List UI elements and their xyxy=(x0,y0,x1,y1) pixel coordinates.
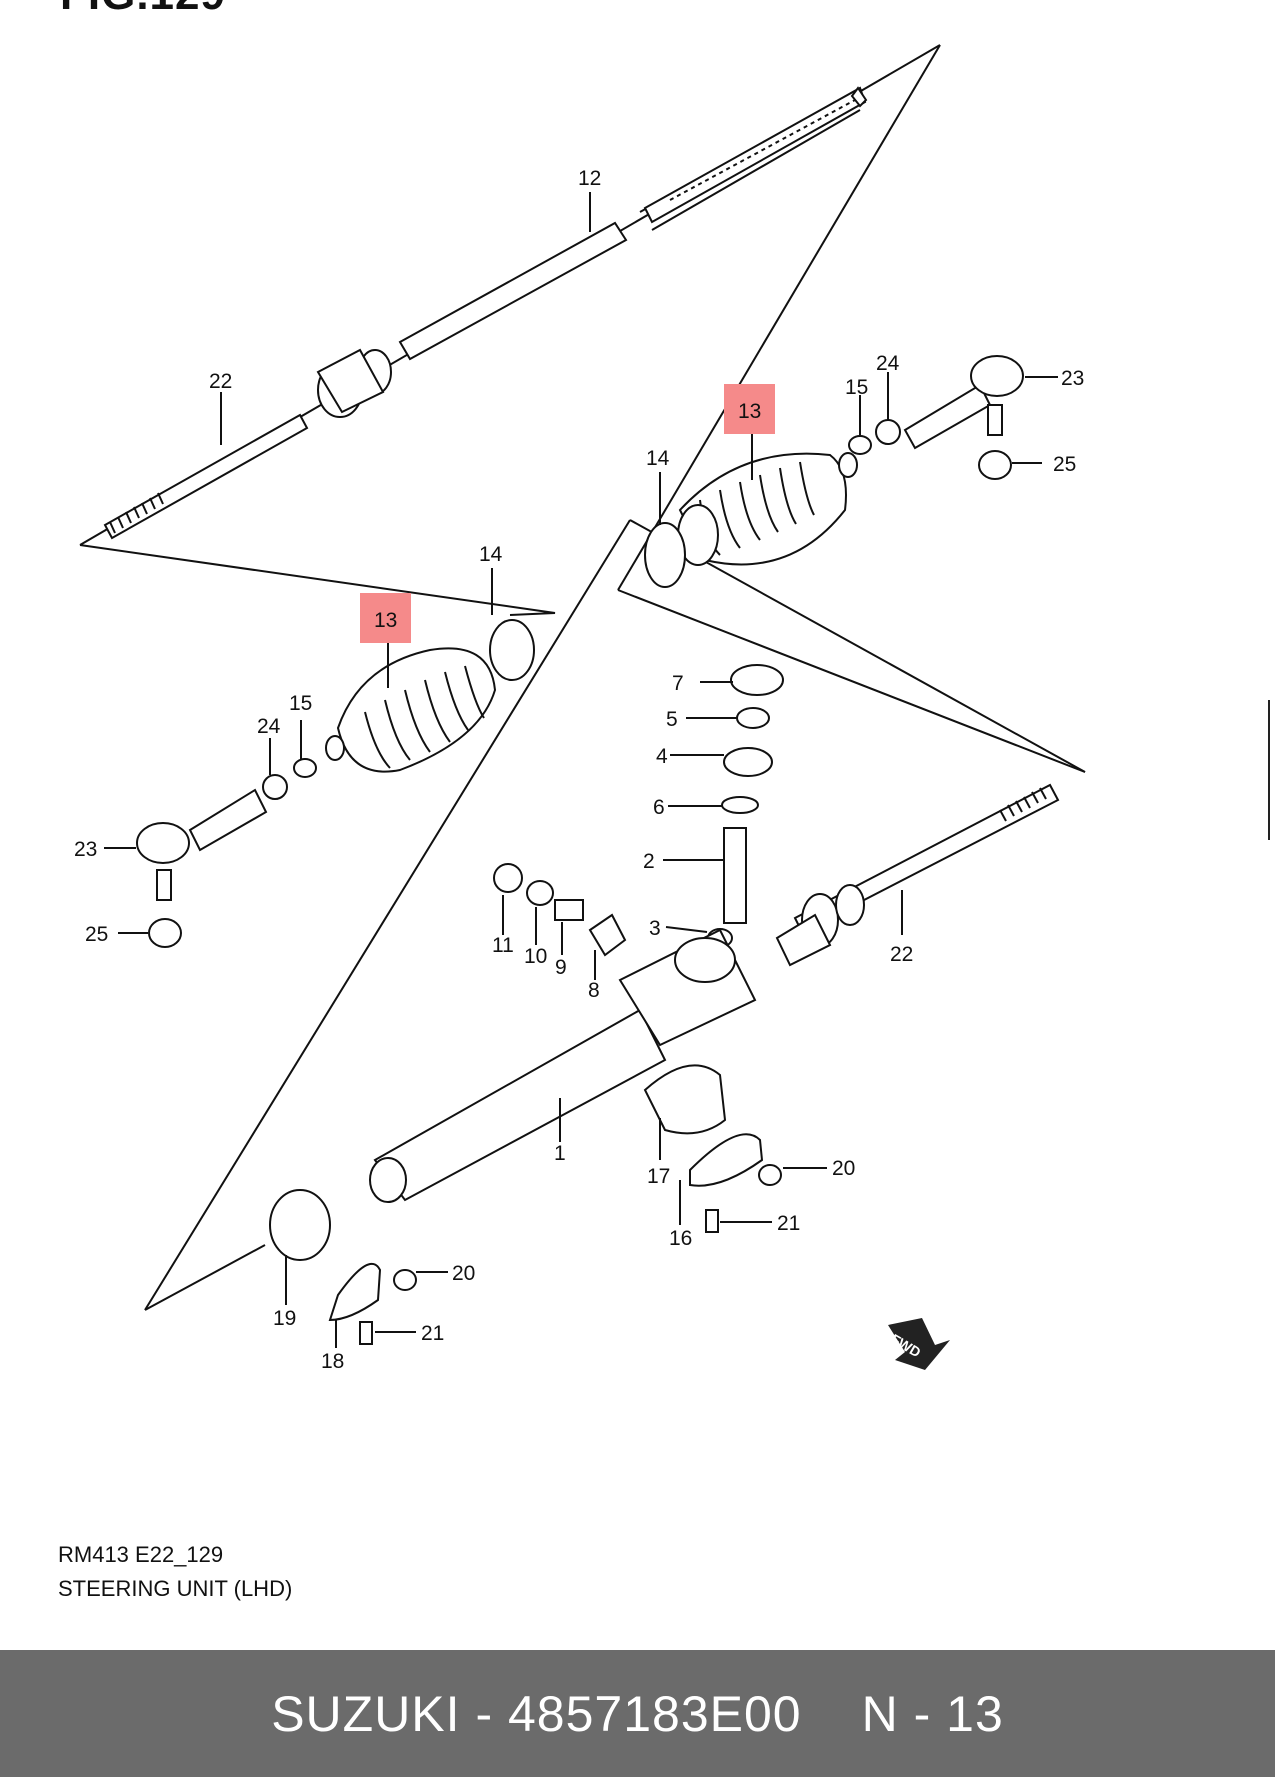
callout-13-left: 13 xyxy=(374,609,397,632)
callout-14-right: 14 xyxy=(646,447,670,470)
highlight-box-right xyxy=(724,384,775,434)
tie-rod-lower xyxy=(775,783,1060,967)
flange-nut xyxy=(393,1269,417,1291)
figure-title: FIG.129 xyxy=(60,0,226,20)
callout-3: 3 xyxy=(649,917,661,940)
pinion-shaft xyxy=(723,827,747,924)
callout-15-right: 15 xyxy=(845,376,868,399)
lock-nut xyxy=(875,419,901,445)
callout-23-right: 23 xyxy=(1061,367,1084,390)
explode-frame-line xyxy=(79,544,556,616)
bellows-boot-left xyxy=(325,619,535,773)
highlight-box-left xyxy=(360,593,411,643)
callout-18: 18 xyxy=(321,1350,344,1373)
mount-cushion xyxy=(643,1064,727,1135)
pinion-nut xyxy=(723,747,773,777)
bellows-boot-right xyxy=(644,452,858,588)
steering-unit-exploded-diagram: FWD 12 22 13 14 15 24 23 25 14 13 15 24 … xyxy=(74,44,1086,1373)
bolt xyxy=(359,1321,373,1345)
page-reference: N - 13 xyxy=(861,1685,1004,1742)
callout-1: 1 xyxy=(554,1142,566,1165)
callout-24-left: 24 xyxy=(257,715,281,738)
callout-16: 16 xyxy=(669,1227,692,1250)
explode-frame-line xyxy=(144,1244,266,1311)
mount-bracket-left xyxy=(328,1262,382,1322)
callout-10: 10 xyxy=(524,945,547,968)
leader-line xyxy=(665,926,708,933)
brand-part-number: SUZUKI - 4857183E00 xyxy=(271,1685,802,1742)
fwd-direction-badge: FWD xyxy=(888,1318,950,1370)
callout-25-right: 25 xyxy=(1053,453,1076,476)
bolt xyxy=(705,1209,719,1233)
cap-seal xyxy=(730,664,784,696)
diagram-title: STEERING UNIT (LHD) xyxy=(58,1576,293,1601)
explode-frame-line xyxy=(617,589,1086,773)
callout-14-left: 14 xyxy=(479,543,503,566)
castle-nut xyxy=(148,918,182,948)
flange-nut xyxy=(758,1164,782,1186)
rack-guide xyxy=(588,913,627,957)
callout-4: 4 xyxy=(656,745,668,768)
explode-frame-line xyxy=(617,44,941,591)
callout-19: 19 xyxy=(273,1307,296,1330)
callout-24-right: 24 xyxy=(876,352,900,375)
callout-6: 6 xyxy=(653,796,665,819)
callout-23-left: 23 xyxy=(74,838,97,861)
callout-2: 2 xyxy=(643,850,655,873)
castle-nut xyxy=(978,450,1012,480)
callout-12: 12 xyxy=(578,167,601,190)
mount-bracket xyxy=(689,1133,764,1187)
tie-rod-upper xyxy=(103,348,392,540)
callout-20-left: 20 xyxy=(452,1262,475,1285)
callout-17: 17 xyxy=(647,1165,670,1188)
oil-seal xyxy=(736,707,770,729)
boot-clamp xyxy=(293,758,317,778)
page-edge-mark xyxy=(1268,700,1275,840)
rack-spring xyxy=(554,899,584,921)
gear-case xyxy=(369,928,757,1203)
o-ring xyxy=(721,796,759,814)
callout-7: 7 xyxy=(672,672,684,695)
callout-21-right: 21 xyxy=(777,1212,800,1235)
callout-22-upper: 22 xyxy=(209,370,232,393)
callout-20-right: 20 xyxy=(832,1157,855,1180)
callout-25-left: 25 xyxy=(85,923,108,946)
callout-5: 5 xyxy=(666,708,678,731)
diagram-code: RM413 E22_129 xyxy=(58,1542,224,1567)
callout-15-left: 15 xyxy=(289,692,312,715)
grommet xyxy=(269,1189,331,1261)
boot-clamp xyxy=(848,435,872,455)
yoke-lock-nut xyxy=(493,863,523,893)
callout-22-lower: 22 xyxy=(890,943,913,966)
explode-frame-line xyxy=(144,519,631,1311)
callout-8: 8 xyxy=(588,979,600,1002)
tie-rod-end-left xyxy=(136,788,268,901)
tie-rod-end-right xyxy=(903,355,1024,450)
lock-nut xyxy=(262,774,288,800)
part-number-footer: SUZUKI - 4857183E00 N - 13 xyxy=(0,1650,1275,1777)
rack-bar xyxy=(398,86,868,361)
callout-21-left: 21 xyxy=(421,1322,444,1345)
callout-11: 11 xyxy=(492,934,514,957)
callout-13-right: 13 xyxy=(738,400,761,423)
yoke-plug xyxy=(526,880,554,906)
callout-9: 9 xyxy=(555,956,567,979)
